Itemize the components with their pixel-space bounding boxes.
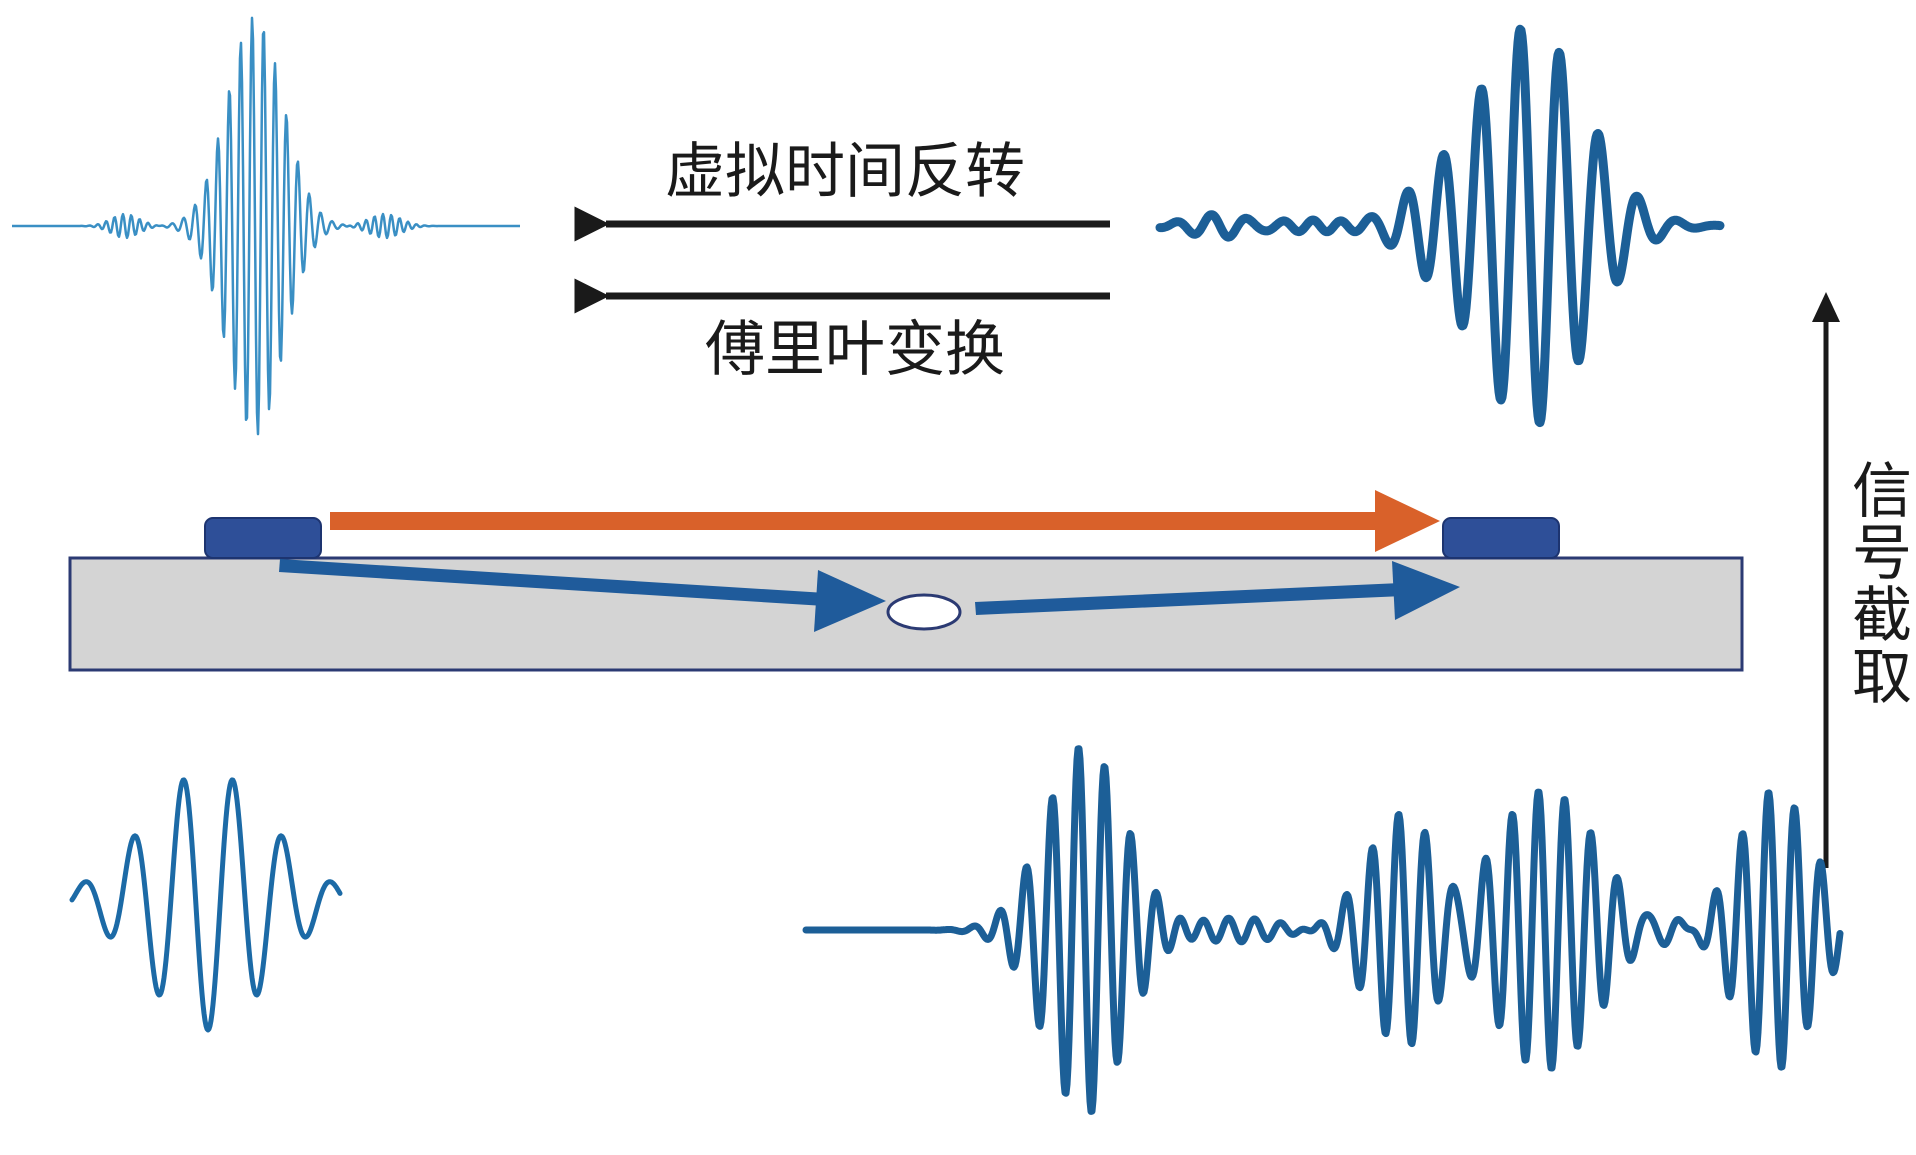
scattered-wave-from-defect-arrow <box>975 561 1460 620</box>
signal-extraction-char-4: 取 <box>1852 643 1912 713</box>
excitation-signal-trace <box>69 777 343 1033</box>
direct-wave-path-arrow <box>330 490 1440 552</box>
fourier-transform-label: 傅里叶变换 <box>705 315 1005 385</box>
reversed-signal-waveform <box>11 16 521 436</box>
extracted-signal-waveform <box>1155 24 1725 428</box>
virtual-time-reversal-label: 虚拟时间反转 <box>665 137 1025 207</box>
defect <box>886 593 962 631</box>
received-signal-waveform <box>802 745 1844 1115</box>
signal-extraction-arrow <box>1812 292 1840 868</box>
receiver-transducer <box>1442 517 1560 559</box>
transmitter-transducer <box>204 517 322 559</box>
signal-extraction-char-2: 号 <box>1852 519 1912 589</box>
plate-structure <box>68 490 1744 672</box>
excitation-signal-waveform <box>69 777 343 1033</box>
incident-wave-to-defect-arrow <box>279 559 886 632</box>
extracted-signal-trace <box>1155 24 1725 428</box>
signal-extraction-char-1: 信 <box>1852 457 1912 527</box>
signal-extraction-char-3: 截 <box>1852 581 1912 651</box>
reversed-signal-trace <box>11 16 521 436</box>
received-signal-trace <box>802 745 1844 1115</box>
signal-extraction-label: 信 号 截 取 <box>1852 457 1912 713</box>
